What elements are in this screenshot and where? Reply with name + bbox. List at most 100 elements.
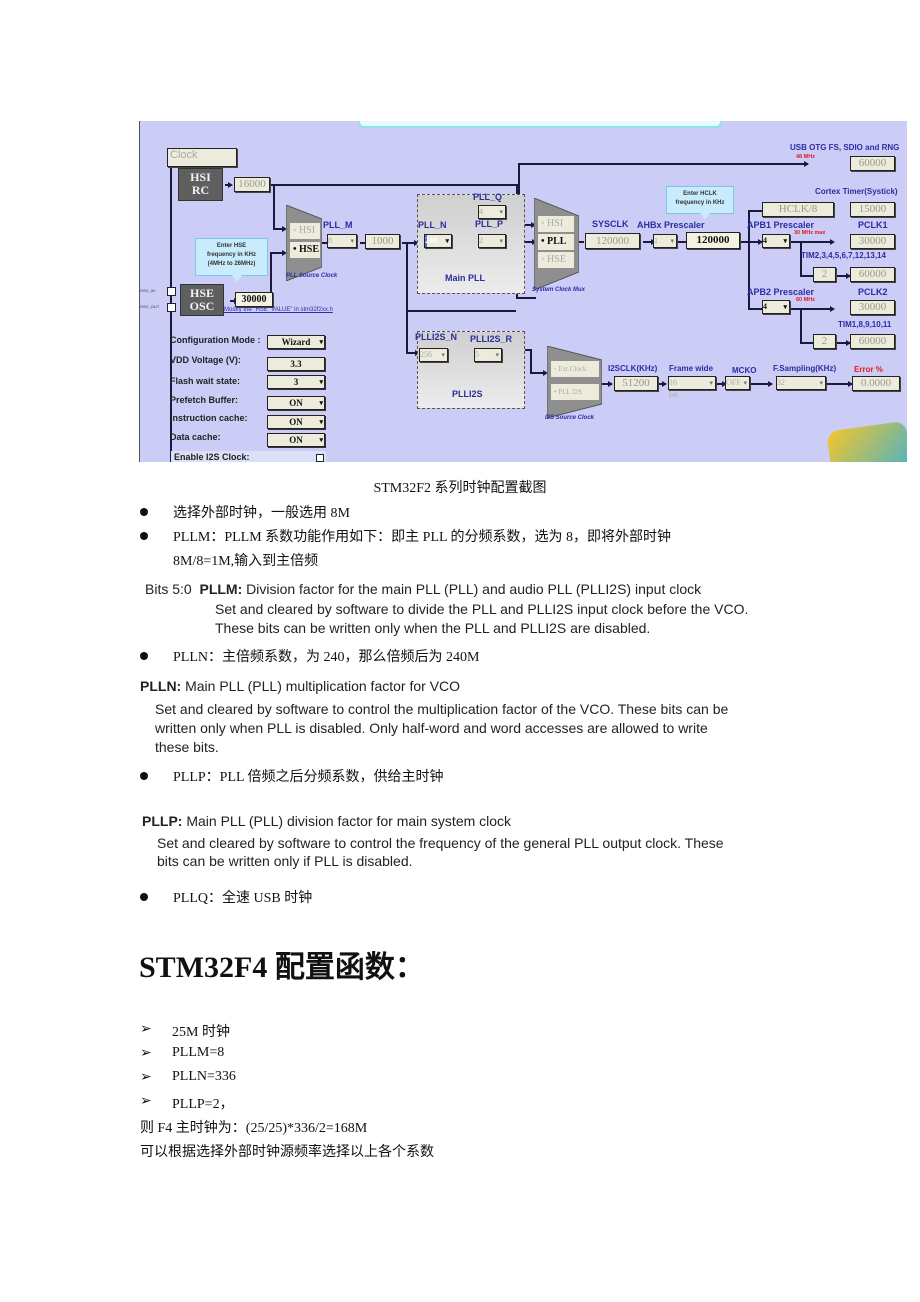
hsi-rc-block: HSI RC: [178, 168, 223, 201]
f4-heading: STM32F4 配置函数：: [139, 951, 425, 984]
frame-wide-select[interactable]: 16 bit▾: [668, 376, 716, 399]
frame-wide-label: Frame wide: [669, 364, 714, 373]
hsi-value: 16000: [234, 177, 270, 192]
pclk2-label: PCLK2: [858, 287, 888, 297]
hse-osc-line1: HSE: [189, 286, 214, 300]
pll-q-select[interactable]: 4▾: [478, 205, 506, 219]
hclk-tooltip-line1: Enter HCLK: [683, 191, 717, 197]
pll-p-label: PLL_P: [475, 219, 504, 229]
pllm-ref-line2: These bits can be written only when the …: [215, 620, 651, 636]
pll-n-label: PLL_N: [418, 220, 447, 230]
sysclk-hsi-radio[interactable]: ◦ HSI: [538, 216, 574, 232]
config-label-dcache: Data cache:: [170, 432, 221, 442]
osc-in-label: OSC_IN: [140, 288, 155, 293]
i2s-source-mux: ◦ Ext.Clock • PLL I2S: [547, 346, 602, 418]
fsampling-label: F.Sampling(KHz): [773, 364, 837, 373]
f4-note-text: 可以根据选择外部时钟源频率选择以上各个系数: [140, 1145, 434, 1160]
plln-ref-title: PLLN: Main PLL (PLL) multiplication fact…: [140, 678, 461, 694]
plli2s-n-select[interactable]: 256▾: [419, 348, 448, 362]
mcko-select[interactable]: OFF▾: [725, 376, 750, 390]
usb-label: USB OTG FS, SDIO and RNG: [790, 143, 900, 152]
apb1-max-label: 30 MHz max: [794, 230, 826, 236]
i2sclk-label: I2SCLK(KHz): [608, 364, 658, 373]
apb1-prescaler-select[interactable]: 4▾: [762, 234, 790, 248]
hsi-rc-line1: HSI: [190, 170, 211, 184]
hse-tooltip-line2: frequency in KHz: [206, 252, 256, 258]
hse-tooltip: Enter HSE frequency in KHz (4MHz to 26MH…: [195, 238, 268, 282]
sysclk-label: SYSCLK: [592, 219, 629, 229]
pll-m-select[interactable]: 8▾: [327, 234, 357, 248]
arrow-bullet-icon: ➢: [140, 1022, 152, 1037]
pllp-ref-line1: Set and cleared by software to control t…: [157, 835, 724, 851]
osc-out-label: OSC_OUT: [140, 304, 160, 309]
systick-label: Cortex Timer(Systick): [815, 187, 898, 196]
enable-i2s-row: Enable I2S Clock:: [171, 451, 326, 462]
sysclk-value: 120000: [585, 233, 640, 249]
hclk-input[interactable]: 120000: [686, 232, 740, 249]
main-pll-label: Main PLL: [445, 273, 485, 283]
mux-shape-icon: [547, 346, 602, 418]
icache-select[interactable]: ON▾: [267, 415, 325, 429]
pllm-ref-title: Bits 5:0 PLLM: Division factor for the m…: [145, 581, 702, 597]
pll-source-mux: ◦ HSI • HSE: [286, 205, 322, 281]
enable-i2s-checkbox[interactable]: [316, 454, 324, 462]
config-mode-select[interactable]: Wizard▾: [267, 335, 325, 349]
prefetch-select[interactable]: ON▾: [267, 396, 325, 410]
plli2s-r-label: PLLI2S_R: [470, 334, 513, 344]
pll-n-select[interactable]: 240▾: [424, 234, 452, 248]
i2sclk-value: 51200: [614, 376, 658, 391]
apb2-prescaler-label: APB2 Prescaler: [747, 287, 815, 297]
error-value: 0.0000: [852, 376, 900, 391]
vdd-voltage-input[interactable]: 3.3: [267, 357, 325, 371]
plli2s-label: PLLI2S: [452, 389, 483, 399]
plli2s-r-select[interactable]: 5▾: [474, 348, 502, 362]
dcache-select[interactable]: ON▾: [267, 433, 325, 447]
fsampling-select[interactable]: 32▾: [776, 376, 826, 390]
pll-source-hsi-radio[interactable]: ◦ HSI: [290, 223, 320, 239]
pllp-ref-title: PLLP: Main PLL (PLL) division factor for…: [142, 813, 512, 829]
flash-wait-select[interactable]: 3▾: [267, 375, 325, 389]
apb1-tim-value: 60000: [850, 267, 895, 282]
plln-ref-line2: written only when PLL is disabled. Only …: [155, 720, 708, 736]
hse-value-input[interactable]: 30000: [235, 292, 273, 307]
sysclk-hse-radio[interactable]: ◦ HSE: [538, 252, 574, 268]
apb1-prescaler-label: APB1 Prescaler: [747, 220, 815, 230]
i2s-source-label: I2S Source Clock: [545, 415, 595, 421]
osc-out-pin: [167, 303, 176, 312]
plli2s-panel: [417, 331, 525, 409]
pll-m-label: PLL_M: [323, 220, 353, 230]
i2s-ext-clock-radio[interactable]: ◦ Ext.Clock: [551, 361, 599, 377]
plli2s-n-label: PLLI2S_N: [415, 332, 458, 342]
config-label-mode: Configuration Mode :: [170, 335, 261, 345]
hsi-rc-line2: RC: [191, 183, 210, 197]
plln-ref-line1: Set and cleared by software to control t…: [155, 701, 729, 717]
config-label-icache: Instruction cache:: [170, 413, 248, 423]
systick-value: 15000: [850, 202, 895, 217]
hse-osc-line2: OSC: [189, 299, 215, 313]
hse-value-link[interactable]: Modify the "HSE_VALUE" in stm32f2xx.h: [224, 307, 333, 313]
pclk1-label: PCLK1: [858, 220, 888, 230]
sysclk-pll-radio[interactable]: • PLL: [538, 234, 574, 250]
pllp-ref-line2: bits can be written only if PLL is disab…: [157, 853, 413, 869]
arrow-bullet-icon: ➢: [140, 1070, 152, 1085]
ahb-prescaler-select[interactable]: 1▾: [653, 234, 677, 248]
ahb-prescaler-label: AHBx Prescaler: [637, 220, 705, 230]
i2s-pll-radio[interactable]: • PLL I2S: [551, 384, 599, 400]
enable-i2s-label: Enable I2S Clock:: [174, 452, 250, 462]
pll-p-select[interactable]: 2▾: [478, 234, 506, 248]
pll-q-label: PLL_Q: [473, 192, 503, 202]
plln-ref-line3: these bits.: [155, 739, 219, 755]
pll-source-hse-radio[interactable]: • HSE: [290, 242, 320, 258]
usb-max-label: 48 MHz: [796, 154, 815, 160]
usb-value: 60000: [850, 156, 895, 171]
figure-caption: STM32F2 系列时钟配置截图: [373, 481, 547, 496]
apb1-tim-multiplier: 2: [813, 267, 836, 282]
hclk-tooltip: Enter HCLK frequency in KHz: [666, 186, 734, 220]
apb2-prescaler-select[interactable]: 4▾: [762, 300, 790, 314]
hse-tooltip-line1: Enter HSE: [216, 243, 247, 249]
pclk1-value: 30000: [850, 234, 895, 249]
systick-divider: HCLK/8: [762, 202, 834, 217]
stm32-clock-config-screenshot: Clock HSI RC 16000 Enter HSE frequency i…: [139, 121, 907, 462]
system-clock-mux-label: System Clock Mux: [532, 287, 586, 293]
system-clock-mux: ◦ HSI • PLL ◦ HSE: [534, 198, 579, 290]
